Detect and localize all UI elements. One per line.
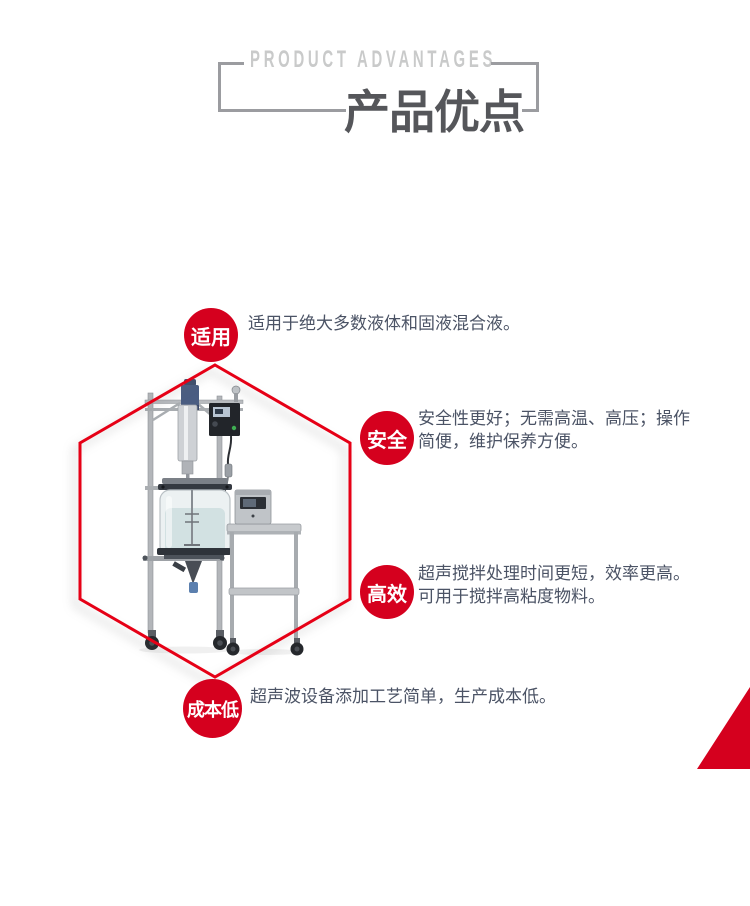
- bracket-right-vertical-line: [536, 62, 539, 112]
- advantage-efficient-text: 超声搅拌处理时间更短，效率更高。 可用于搅拌高粘度物料。: [418, 562, 690, 608]
- corner-triangle-decoration: [697, 687, 750, 769]
- advantage-line: 超声波设备添加工艺简单，生产成本低。: [250, 687, 556, 706]
- reactor-product-image: [139, 379, 304, 656]
- vessel-lid: [158, 478, 232, 490]
- vessel-bottom-valve: [157, 548, 231, 593]
- advantage-line: 超声搅拌处理时间更短，效率更高。: [418, 564, 690, 583]
- advantage-low-cost-text: 超声波设备添加工艺简单，生产成本低。: [250, 685, 556, 708]
- advantage-line: 简便，维护保养方便。: [418, 432, 588, 451]
- floor-shadow: [139, 646, 231, 654]
- bracket-left-top-line: [218, 62, 244, 65]
- floor-shadow: [227, 649, 303, 655]
- badge-applicable: 适用: [184, 308, 238, 362]
- glass-vessel: [159, 489, 231, 557]
- bracket-right-top-line: [491, 62, 539, 65]
- bracket-left-vertical-line: [218, 62, 221, 112]
- equipment-cart: [226, 523, 304, 656]
- ultrasonic-generator-cabinet: [234, 489, 272, 525]
- bracket-left-bottom-line: [218, 109, 346, 112]
- page-title-english: PRODUCT ADVANTAGES: [250, 46, 497, 73]
- advantage-line: 可用于搅拌高粘度物料。: [418, 587, 605, 606]
- advantage-safe-text: 安全性更好；无需高温、高压；操作 简便，维护保养方便。: [418, 407, 690, 453]
- bracket-right-bottom-line: [522, 109, 539, 112]
- controller-box: [209, 403, 240, 495]
- advantage-line: 适用于绝大多数液体和固液混合液。: [248, 314, 520, 333]
- badge-efficient: 高效: [360, 565, 414, 619]
- page-title-chinese: 产品优点: [344, 86, 525, 138]
- advantage-applicable-text: 适用于绝大多数液体和固液混合液。: [248, 312, 520, 335]
- badge-safe: 安全: [360, 411, 414, 465]
- hexagon-frame: [78, 363, 352, 679]
- badge-low-cost: 成本低: [183, 679, 242, 738]
- advantage-line: 安全性更好；无需高温、高压；操作: [418, 409, 690, 428]
